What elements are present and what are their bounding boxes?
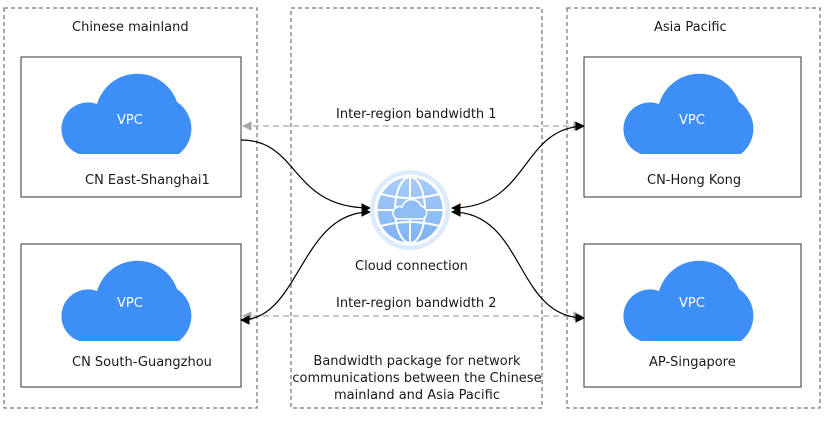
bandwidth-1-label: Inter-region bandwidth 1 <box>336 107 497 122</box>
cloud-icon <box>61 260 192 341</box>
cloud-icon <box>61 73 192 154</box>
region-title-asia-pacific: Asia Pacific <box>654 20 727 35</box>
vpc-label: VPC <box>679 113 705 128</box>
cloud-connection-label: Cloud connection <box>355 259 468 274</box>
note-line: Bandwidth package for network <box>313 354 521 369</box>
connection-shanghai <box>240 139 371 213</box>
vpc-location-shanghai: CN East-Shanghai1 <box>85 173 210 188</box>
note-line: communications between the Chinese <box>292 371 542 386</box>
connection-guangzhou <box>240 207 371 325</box>
vpc-label: VPC <box>117 113 143 128</box>
connection-singapore <box>451 207 585 323</box>
cloud-icon <box>623 73 754 154</box>
connection-hongkong <box>451 121 585 213</box>
vpc-label: VPC <box>679 296 705 311</box>
vpc-location-hongkong: CN-Hong Kong <box>647 173 742 188</box>
cloud-connection-globe-icon <box>370 170 450 250</box>
vpc-location-guangzhou: CN South-Guangzhou <box>72 355 212 370</box>
bandwidth-package-note: Bandwidth package for network communicat… <box>292 353 542 404</box>
vpc-label: VPC <box>117 296 143 311</box>
cloud-icon <box>623 260 754 341</box>
vpc-location-singapore: AP-Singapore <box>649 355 736 370</box>
note-line: mainland and Asia Pacific <box>334 388 500 403</box>
region-title-chinese-mainland: Chinese mainland <box>72 20 189 35</box>
bandwidth-2-label: Inter-region bandwidth 2 <box>336 296 497 311</box>
region-chinese-mainland <box>3 7 258 409</box>
